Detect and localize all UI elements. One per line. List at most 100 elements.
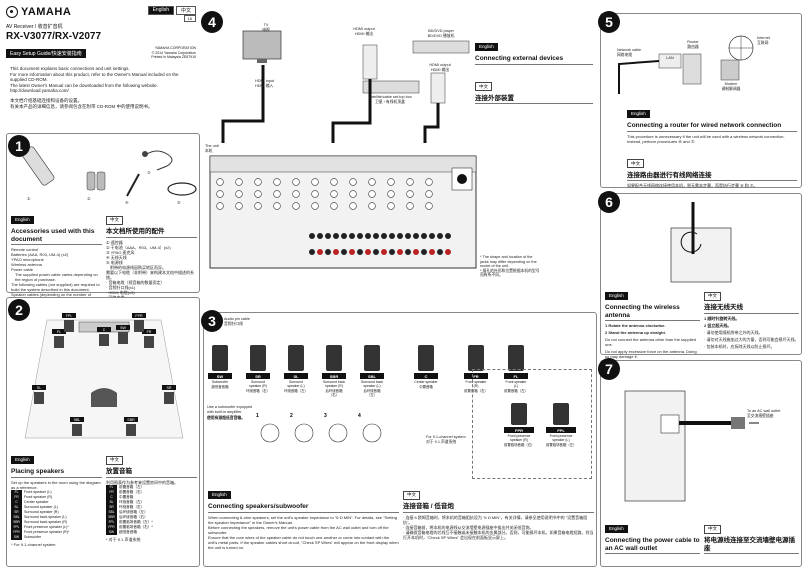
- speaker-caption-zh: 环绕音箱（左）: [284, 389, 308, 393]
- jack-icon: [368, 190, 376, 198]
- speaker-caption-en: Front speaker (L): [505, 380, 527, 388]
- speaker-caption-zh: 前置临场音箱（左）: [546, 443, 577, 447]
- speaker-caption-zh: 后环绕音箱（左）: [363, 389, 381, 397]
- speaker-terminal-icon: [413, 233, 419, 239]
- jack-icon: [406, 202, 414, 210]
- ac-outlet-label: To an AC wall outlet 至交流墙壁插座: [747, 409, 801, 418]
- legend-key: SL: [11, 504, 22, 510]
- hdmi-input-en: HDMI input: [255, 79, 274, 83]
- wire-step-number: 2: [290, 413, 293, 419]
- subwoofer-note: Use a subwoofer equipped with built-in a…: [207, 405, 255, 421]
- hdmi-output-en: HDMI output: [353, 27, 375, 31]
- speaker-icon-sr: SR: [162, 385, 176, 404]
- speaker-terminal-icon: [405, 233, 411, 239]
- lang-label-zh: 中文: [106, 455, 123, 465]
- list-item: · 音箱电缆（视音箱的数量而定）: [106, 279, 165, 285]
- speaker-caption-en: Center speaker: [414, 380, 438, 384]
- router-label: Router 路由器: [683, 40, 703, 49]
- jack-icon: [406, 190, 414, 198]
- unit-side-icon: [624, 390, 686, 502]
- brand: YAMAHA: [6, 6, 196, 18]
- legend-text: Center speaker: [24, 499, 49, 504]
- jack-icon: [216, 202, 224, 210]
- speaker-icon: [212, 345, 228, 371]
- speaker-caption-zh: 超低音音箱: [211, 385, 229, 389]
- hdmi-output-en: HDMI output: [429, 63, 451, 67]
- external-devices-text: English Connecting external devices 中文 连…: [475, 35, 593, 104]
- lang-label-zh: 中文: [475, 82, 492, 91]
- external-devices-title-zh: 连接外部装置: [475, 95, 593, 104]
- power-title-en: Connecting the power cable to an AC wall…: [605, 537, 700, 554]
- jack-icon: [368, 202, 376, 210]
- jack-icon: [387, 202, 395, 210]
- jack-icon: [216, 190, 224, 198]
- speaker-terminal-icon: [437, 233, 443, 239]
- stb-zh: 卫星 / 有线机顶盒: [375, 99, 405, 104]
- speaker-icon-fpl: FPL: [62, 313, 76, 332]
- jack-icon: [235, 202, 243, 210]
- speaker-terminal-icon: [445, 249, 451, 255]
- tv-en: TV: [263, 23, 269, 27]
- speaker-tag: SR: [246, 373, 270, 379]
- list-item: · 连接 6 欧姆音箱时，将本机的音箱阻抗设为 "6 Ω MIN"。有关详情，请…: [403, 514, 588, 525]
- speaker-terminal-icon: [341, 249, 347, 255]
- jack-icon: [349, 202, 357, 210]
- stb-en: Satellite/cable set-top box: [368, 95, 412, 99]
- speaker-icon: [468, 345, 484, 371]
- ninech-zh: 对于 9.1 声道系统: [426, 439, 457, 444]
- speaker-icon-fpr: FPR: [132, 313, 146, 332]
- speaker-tag: FPL: [546, 427, 576, 433]
- router-zh: 路由器: [687, 44, 699, 49]
- network-cable-zh: 网络电缆: [617, 52, 633, 57]
- jack-icon: [330, 178, 338, 186]
- speaker-caption-zh: 前置临场音箱（右）: [504, 443, 535, 447]
- unit-label-en: The unit: [205, 144, 219, 148]
- power-cable-diagram: [624, 390, 759, 502]
- hdmi-output-zh: HDMI 输出: [430, 67, 450, 72]
- corp-info: YAMAHA CORPORATION © 2014 Yamaha Corpora…: [151, 46, 196, 60]
- speaker-tag: SBL: [360, 373, 384, 379]
- ninech-label: For 9.1-channel system 对于 9.1 声道系统: [426, 435, 470, 444]
- list-note: 附带的电源线因购买地区而异。: [110, 264, 166, 270]
- section-wireless-antenna: English Connecting the wireless antenna …: [600, 193, 802, 371]
- jack-icon: [235, 190, 243, 198]
- speaker-icon-sbr: SBR: [124, 417, 138, 436]
- speaker-caption-zh: 后环绕音箱（右）: [325, 389, 343, 397]
- step-number-3: 3: [201, 310, 223, 332]
- speaker-tag: FR: [147, 330, 152, 334]
- jack-note-en: * The shape and location of the jacks ma…: [480, 255, 537, 268]
- legend-text: Surround speaker (L): [24, 504, 58, 509]
- router-title-zh: 连接路由器进行有线网络连接: [627, 172, 797, 181]
- antenna-note-zh: · 请勿使用随机附带之外的天线。: [704, 329, 763, 335]
- speaker-tag: C: [414, 373, 438, 379]
- subwoofer-note-en: Use a subwoofer equipped with built-in a…: [207, 405, 253, 414]
- unit-label-zh: 本机: [205, 148, 213, 153]
- connect-speakers-title-en: Connecting speakers/subwoofer: [208, 503, 399, 513]
- audio-pin-en: Audio pin cable: [224, 317, 250, 321]
- bd-label: BD/DVD player BD/DVD 播放机: [413, 29, 469, 38]
- intro-url: http://download.yamaha.com/: [10, 88, 69, 94]
- step-number-1: 1: [8, 135, 30, 157]
- speaker-icon: [288, 345, 304, 371]
- list-item: · HDMI 电缆(x3): [106, 289, 135, 295]
- jack-icon: [273, 190, 281, 198]
- speaker-terminal-icon: [381, 249, 387, 255]
- speaker-icon-sbl: SBL: [70, 417, 84, 436]
- speaker-terminal-icon: [389, 233, 395, 239]
- speaker-icon-fr: FR: [142, 329, 156, 348]
- list-note: The supplied power cable varies dependin…: [15, 272, 98, 282]
- list-item: Wireless antenna: [11, 262, 42, 267]
- jack-icon: [292, 190, 300, 198]
- modem-label: Modem 调制解调器: [715, 82, 747, 91]
- network-diagram: [618, 35, 754, 94]
- tab-english: English: [147, 6, 174, 15]
